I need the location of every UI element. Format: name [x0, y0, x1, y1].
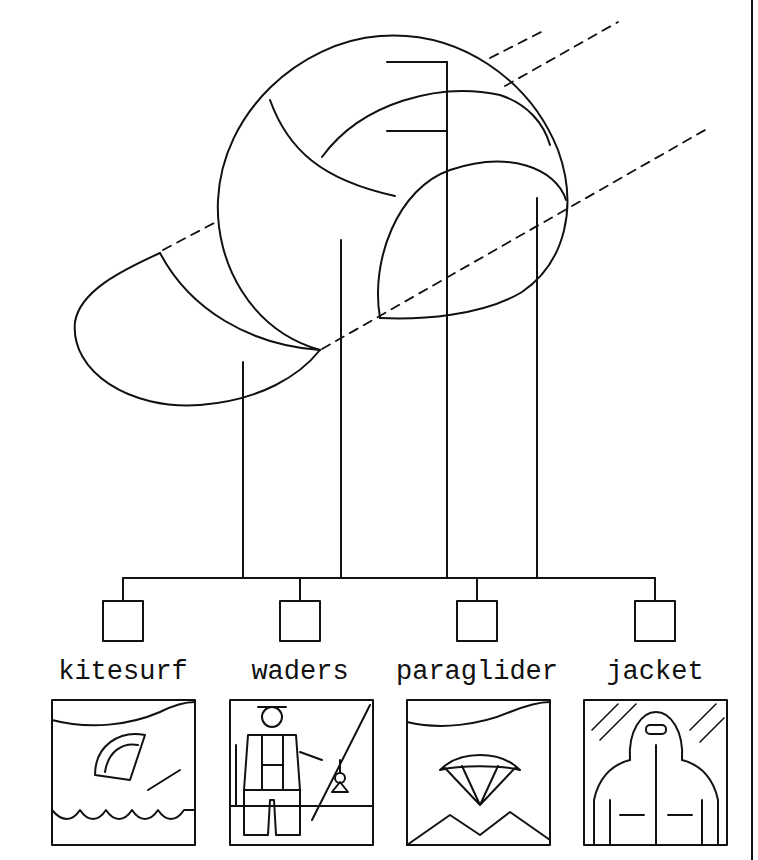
item-label: paraglider [394, 655, 560, 689]
item-label: kitesurf [56, 655, 190, 689]
item-label: jacket [604, 655, 705, 689]
item-label: waders [249, 655, 350, 689]
